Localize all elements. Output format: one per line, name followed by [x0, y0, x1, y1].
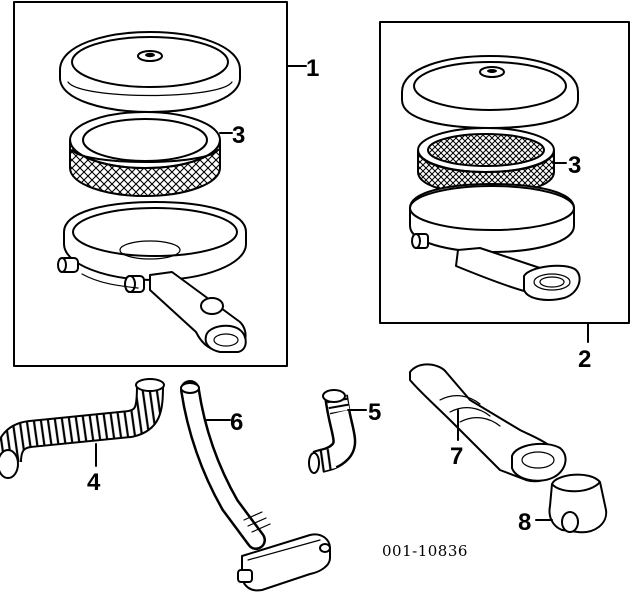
air-cleaner-base-2	[409, 183, 581, 301]
callout-2: 2	[578, 346, 591, 373]
callout-4: 4	[87, 469, 101, 496]
assembly-2-frame	[379, 21, 630, 324]
callout-5: 5	[368, 399, 381, 426]
callout-3-right: 3	[568, 152, 581, 179]
air-cleaner-lid-2	[401, 55, 579, 129]
assembly-2-group	[379, 21, 630, 324]
tube-with-housing-6	[180, 380, 331, 592]
callout-6: 6	[230, 409, 243, 436]
air-cleaner-base-1	[57, 201, 247, 353]
callout-8: 8	[518, 509, 531, 536]
assembly-1-group	[13, 1, 288, 367]
leader-lines	[95, 65, 589, 521]
intake-duct-7	[409, 363, 567, 483]
air-cleaner-lid-1	[59, 31, 241, 113]
callout-1: 1	[306, 55, 319, 82]
clamp-8	[548, 473, 608, 534]
corrugated-hose-4	[0, 378, 165, 479]
air-filter-element-1	[69, 111, 221, 198]
elbow-hose-5	[308, 389, 357, 474]
callout-7: 7	[450, 443, 463, 470]
callout-3-left: 3	[232, 122, 245, 149]
assembly-1-frame	[13, 1, 288, 367]
drawing-number: 001-10836	[382, 542, 468, 560]
